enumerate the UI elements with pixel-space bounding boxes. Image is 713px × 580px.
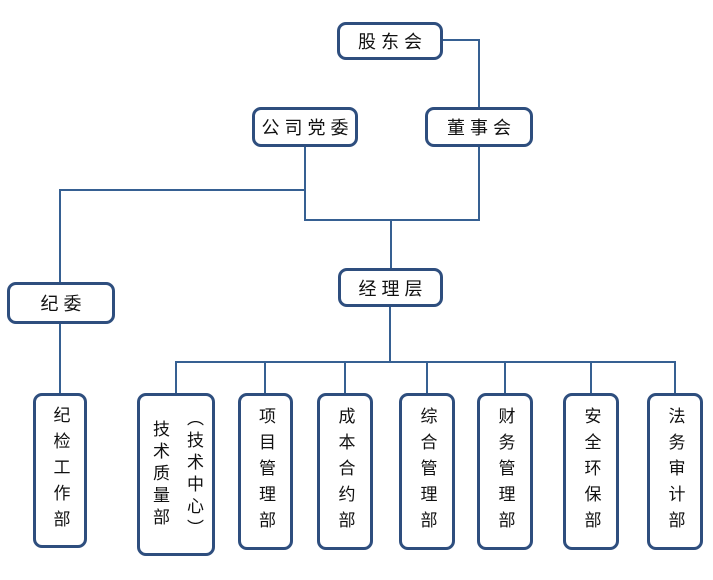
node-safety-environment-dept: 安全环保部 <box>563 393 619 550</box>
node-discipline-inspection-dept: 纪检工作部 <box>33 393 87 548</box>
node-label: 经理层 <box>358 278 428 299</box>
node-label: 项目管理部 <box>256 406 275 537</box>
node-label: 综合管理部 <box>417 406 437 537</box>
node-label: 法务审计部 <box>665 406 685 537</box>
node-project-management-dept: 项目管理部 <box>238 393 293 550</box>
node-label: （技术中心） 技术质量部 <box>150 408 203 541</box>
node-general-management-dept: 综合管理部 <box>399 393 455 550</box>
node-finance-management-dept: 财务管理部 <box>477 393 533 550</box>
connector-line <box>59 323 61 394</box>
node-label: 股东会 <box>358 32 427 52</box>
connector-line <box>304 219 480 221</box>
node-label: 安全环保部 <box>581 406 601 537</box>
connector-line <box>389 306 391 363</box>
connector-line <box>59 189 306 191</box>
connector-line <box>344 361 346 394</box>
node-label: 财务管理部 <box>495 406 515 537</box>
connector-line <box>304 146 306 221</box>
node-party-committee: 公司党委 <box>252 107 358 147</box>
connector-line <box>504 361 506 394</box>
connector-line <box>264 361 266 394</box>
connector-line <box>59 189 61 283</box>
connector-line <box>478 39 480 108</box>
node-management-level: 经理层 <box>338 268 443 307</box>
connector-line <box>175 361 676 363</box>
connector-line <box>674 361 676 394</box>
node-legal-audit-dept: 法务审计部 <box>647 393 703 550</box>
node-tech-quality-dept: （技术中心） 技术质量部 <box>137 393 215 556</box>
connector-line <box>175 361 177 394</box>
node-label: 纪检工作部 <box>50 405 70 536</box>
connector-line <box>426 361 428 394</box>
connector-line <box>442 39 480 41</box>
node-label: 纪委 <box>40 294 87 314</box>
connector-line <box>390 219 392 269</box>
node-shareholders-meeting: 股东会 <box>337 22 443 60</box>
connector-line <box>478 146 480 221</box>
node-discipline-committee: 纪委 <box>7 282 115 324</box>
node-cost-contract-dept: 成本合约部 <box>317 393 373 550</box>
node-label: 董事会 <box>447 118 516 138</box>
node-board-of-directors: 董事会 <box>425 107 533 147</box>
connector-line <box>590 361 592 394</box>
node-label: 公司党委 <box>261 118 354 138</box>
node-label: 成本合约部 <box>335 406 355 537</box>
